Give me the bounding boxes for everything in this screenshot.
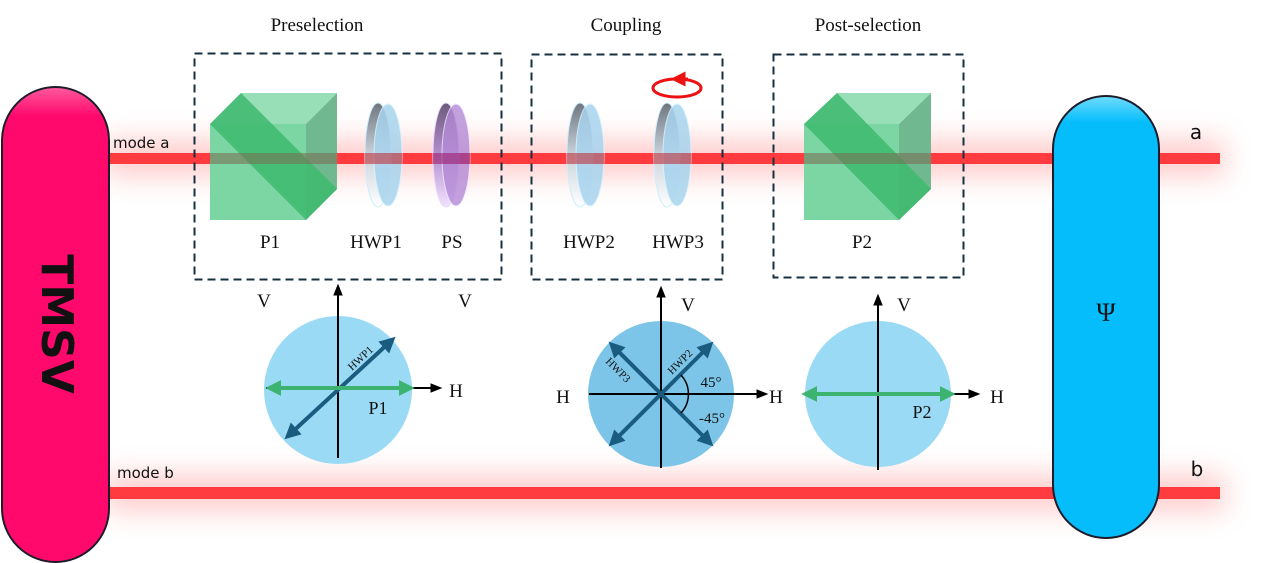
- label-ps: PS: [441, 232, 462, 253]
- d2-v-label: V: [681, 295, 695, 316]
- waveplate-hwp3: [653, 102, 692, 208]
- d1-p-label: P1: [368, 398, 387, 418]
- polarization-diagram-preselection: HWP1 P1 V V H: [257, 283, 472, 464]
- phase-shifter-ps: [432, 102, 471, 208]
- d2-h-right: H: [769, 387, 783, 408]
- label-hwp2: HWP2: [563, 232, 615, 253]
- label-mode-a: mode a: [113, 134, 170, 152]
- label-mode-b: mode b: [117, 464, 174, 482]
- tmsv-label: TMSV: [31, 254, 82, 394]
- waveplate-hwp2: [566, 102, 605, 208]
- tmsv-source: TMSV: [1, 86, 110, 563]
- label-p1: P1: [260, 232, 280, 253]
- d1-v-right: V: [458, 291, 472, 312]
- beam-mode-b: [105, 487, 1220, 499]
- preselection-box: [193, 52, 503, 281]
- label-output-a: a: [1190, 120, 1202, 144]
- d1-v-left: V: [257, 291, 271, 312]
- d3-h-right: H: [990, 387, 1004, 408]
- d1-h-label: H: [449, 381, 463, 402]
- d2-angle-pos: 45°: [701, 375, 722, 391]
- preselection-title: Preselection: [271, 15, 364, 36]
- polarization-diagram-postselection: P2 V H H: [801, 293, 1004, 470]
- label-p2: P2: [852, 232, 872, 253]
- postselection-box: [772, 53, 965, 279]
- label-output-b: b: [1191, 457, 1204, 481]
- coupling-box: [530, 53, 724, 281]
- psi-detector: Ψ: [1052, 95, 1160, 539]
- postselection-title: Post-selection: [815, 15, 922, 36]
- d2-h-left: H: [556, 387, 570, 408]
- polarizer-p2-cube: [804, 93, 931, 220]
- coupling-title: Coupling: [591, 15, 662, 36]
- label-hwp1: HWP1: [350, 232, 402, 253]
- waveplate-hwp1: [364, 102, 403, 208]
- d3-p-label: P2: [912, 402, 931, 422]
- polarizer-p1-cube: [210, 93, 337, 220]
- rotation-arrow-icon: [651, 71, 703, 99]
- d3-v-label: V: [897, 295, 911, 316]
- psi-label: Ψ: [1096, 298, 1116, 327]
- label-hwp3: HWP3: [652, 232, 704, 253]
- d2-angle-neg: -45°: [699, 411, 725, 427]
- polarization-diagram-coupling: HWP2 HWP3 45° -45° V H H: [556, 285, 783, 468]
